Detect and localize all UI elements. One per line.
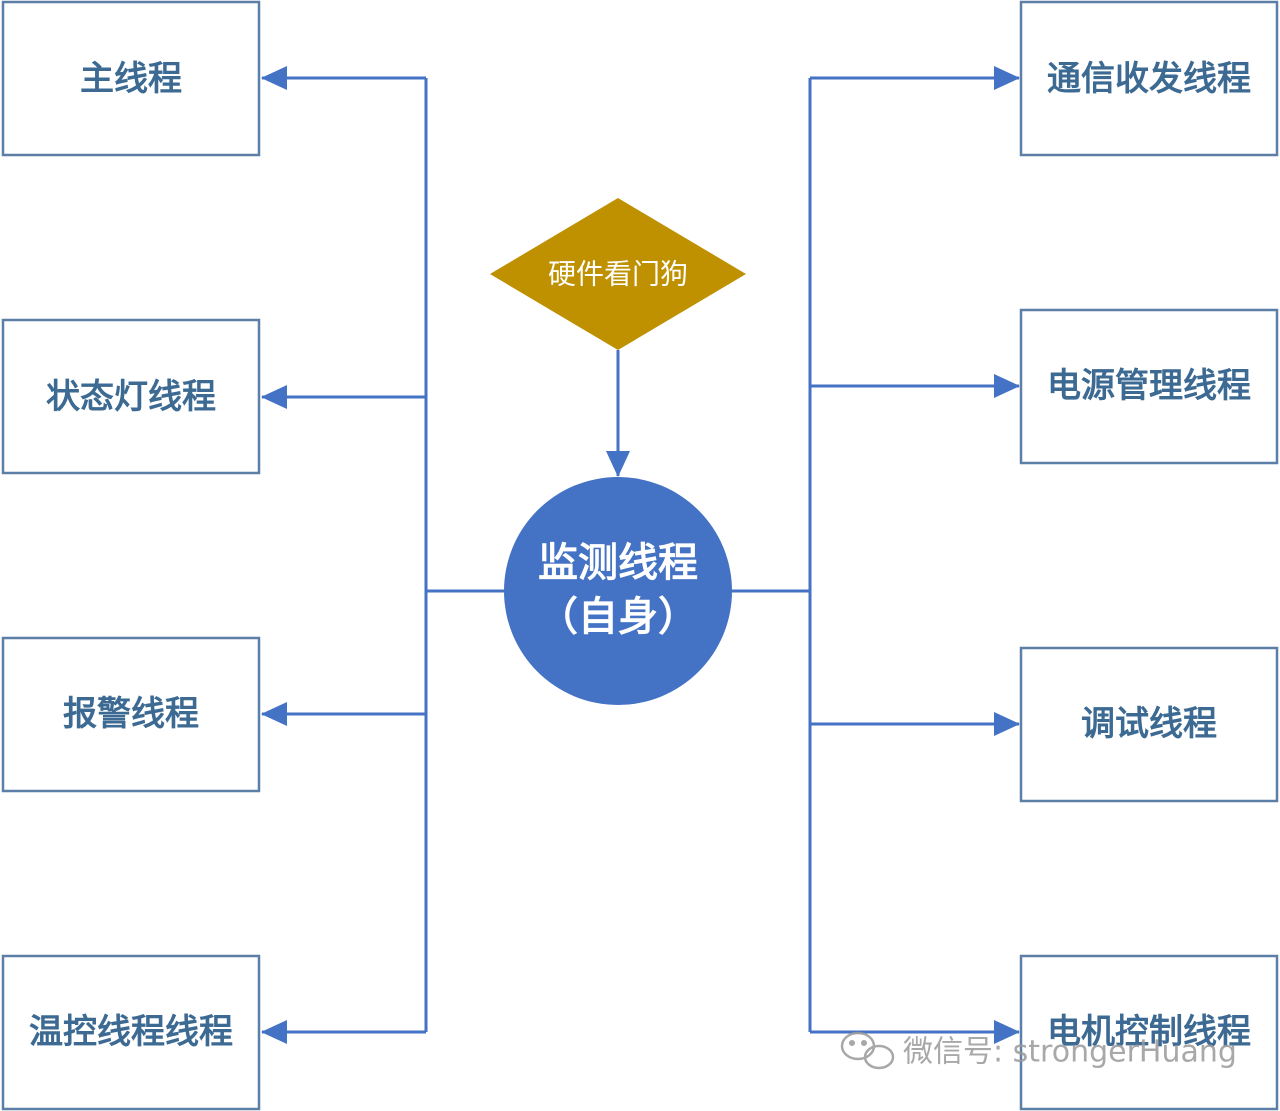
thread-box-motor: 电机控制线程 bbox=[1019, 954, 1279, 1111]
thread-label: 温控线程线程 bbox=[29, 1012, 233, 1052]
thread-label: 电机控制线程 bbox=[1047, 1012, 1251, 1052]
thread-box-main: 主线程 bbox=[1, 0, 261, 157]
monitor-thread-circle: 监测线程 （自身） bbox=[504, 477, 732, 705]
thread-box-status-led: 状态灯线程 bbox=[1, 318, 261, 475]
monitor-thread-title: 监测线程 bbox=[538, 540, 698, 586]
monitor-thread-subtitle: （自身） bbox=[538, 594, 698, 640]
thread-label: 调试线程 bbox=[1081, 704, 1217, 744]
thread-label: 通信收发线程 bbox=[1047, 59, 1251, 99]
thread-label: 电源管理线程 bbox=[1047, 366, 1251, 406]
thread-box-comm: 通信收发线程 bbox=[1019, 0, 1279, 157]
thread-label: 主线程 bbox=[80, 59, 182, 99]
watermark: 微信号: strongerHuang bbox=[840, 1031, 1237, 1070]
thread-box-debug: 调试线程 bbox=[1019, 646, 1279, 803]
thread-box-temp-control: 温控线程线程 bbox=[1, 954, 261, 1111]
right-thread-boxes: 通信收发线程 电源管理线程 调试线程 电机控制线程 bbox=[1019, 0, 1279, 1111]
wechat-icon bbox=[840, 1031, 895, 1070]
thread-box-alarm: 报警线程 bbox=[1, 636, 261, 793]
thread-label: 状态灯线程 bbox=[46, 377, 216, 417]
watchdog-label: 硬件看门狗 bbox=[548, 258, 688, 291]
left-thread-boxes: 主线程 状态灯线程 报警线程 温控线程线程 bbox=[1, 0, 261, 1111]
thread-box-power: 电源管理线程 bbox=[1019, 308, 1279, 465]
connectors bbox=[261, 66, 1020, 1044]
watchdog-diamond: 硬件看门狗 bbox=[490, 198, 746, 350]
watermark-text: 微信号: strongerHuang bbox=[903, 1035, 1237, 1070]
thread-label: 报警线程 bbox=[63, 694, 199, 734]
